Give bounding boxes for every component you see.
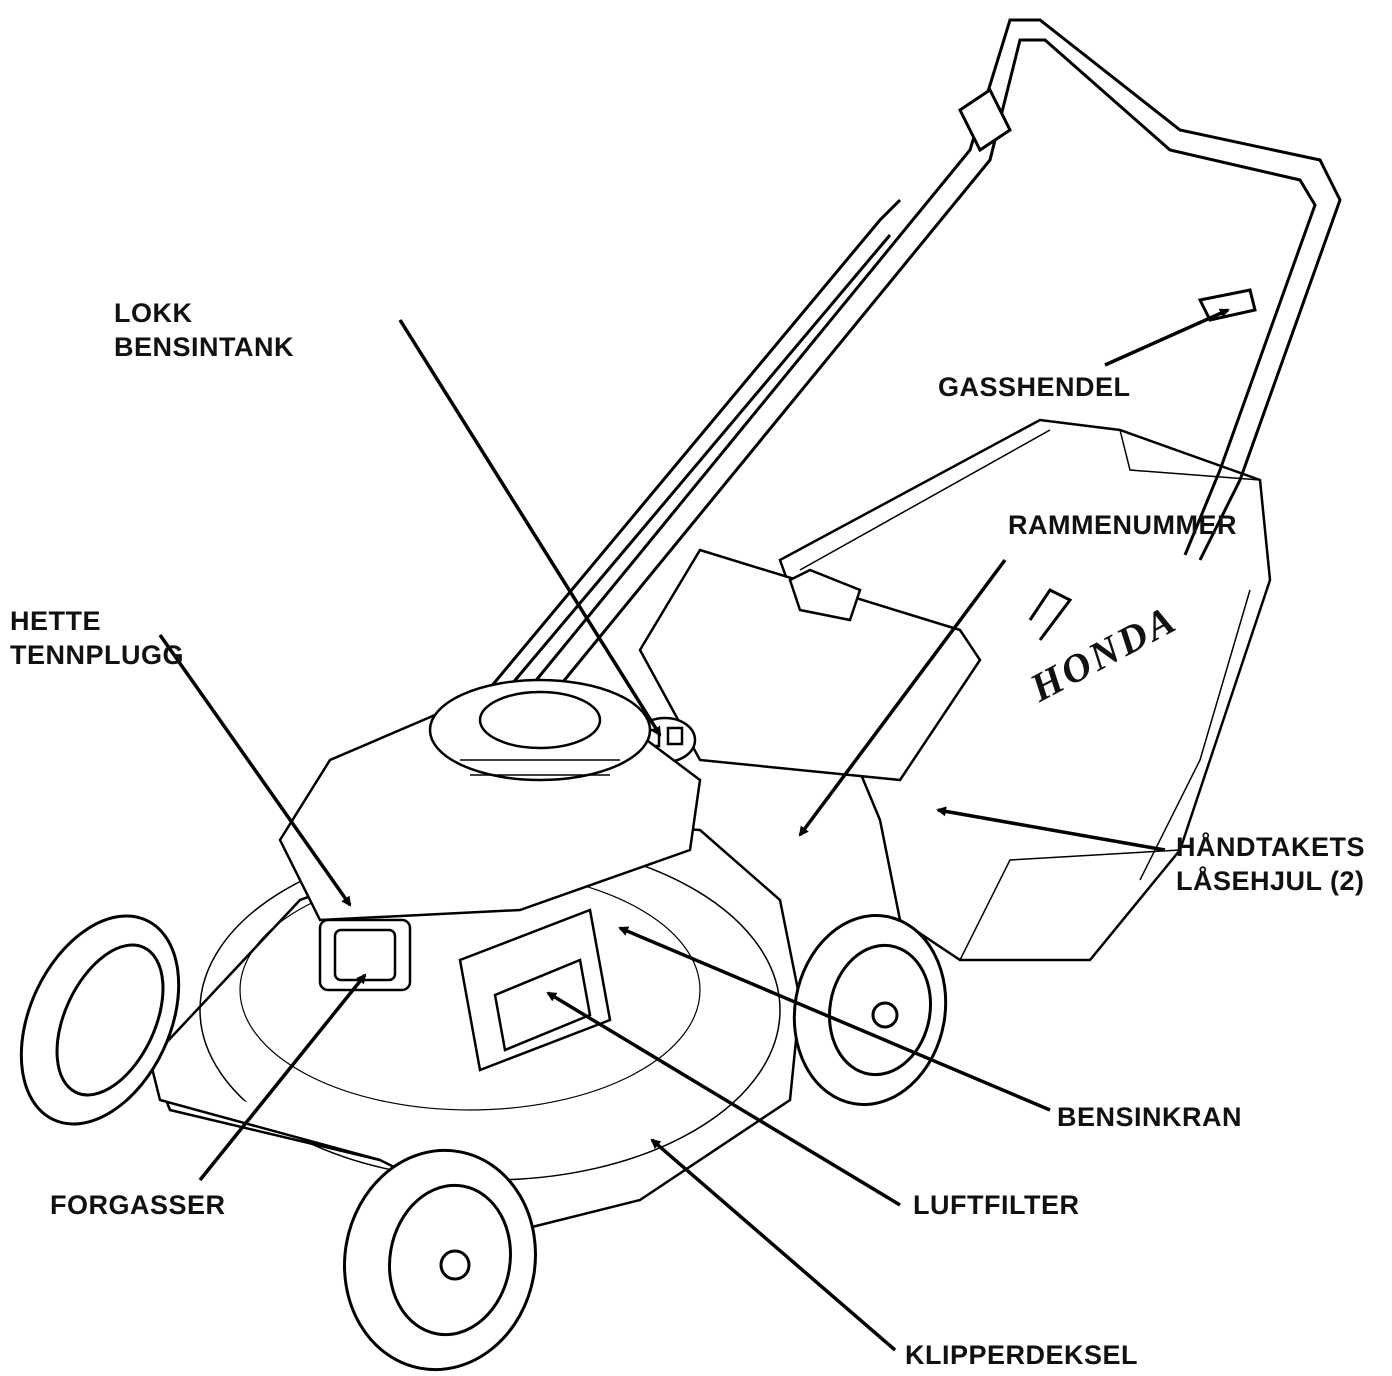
leader-throttle [1104,308,1230,367]
label-air-filter: LUFTFILTER [913,1190,1080,1220]
leader-fuel-valve [618,926,1051,1112]
label-handle-lock-knob: HÅNDTAKETS LÅSEHJUL (2) [1176,832,1365,896]
label-fuel-cap: LOKK BENSINTANK [114,298,294,362]
handle [478,18,1342,711]
leader-mower-deck [650,1138,897,1352]
leader-spark-plug-cap [158,633,352,907]
label-carburetor: FORGASSER [50,1190,226,1220]
air-filter [458,908,612,1072]
leader-carburetor [198,973,367,1182]
leader-handle-lock-knob [936,806,1166,852]
leader-fuel-cap [398,319,662,737]
label-throttle: GASSHENDEL [938,372,1131,402]
rear-right-wheel [792,914,948,1106]
leader-lines [158,308,1230,1352]
label-frame-number: RAMMENUMMER [1008,510,1237,540]
label-mower-deck: KLIPPERDEKSEL [905,1340,1139,1370]
front-left-wheel [19,914,181,1126]
carburetor [318,918,412,992]
front-right-wheel [343,1148,537,1372]
wheels [19,914,948,1372]
label-fuel-valve: BENSINKRAN [1057,1102,1243,1132]
leader-frame-number [798,558,1007,837]
label-spark-plug-cap: HETTE TENNPLUGG [10,606,185,670]
leader-air-filter [546,991,901,1207]
engine [278,678,702,922]
fuel-tank [638,548,982,782]
grass-bag [778,418,1272,962]
